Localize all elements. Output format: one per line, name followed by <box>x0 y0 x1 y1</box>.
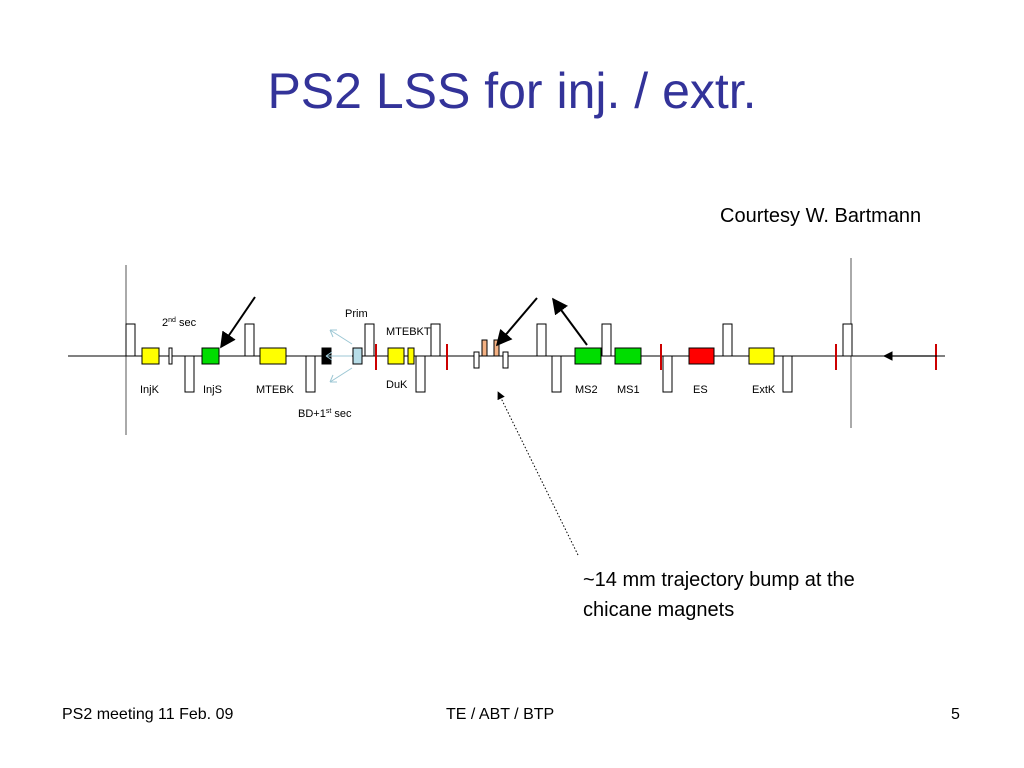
quadrupole <box>842 323 853 357</box>
quadrupole <box>305 355 316 393</box>
footer-page-number: 5 <box>951 706 960 723</box>
quadrupole <box>551 355 562 393</box>
label-mtebkt: MTEBKT <box>386 326 431 338</box>
quadrupole <box>662 355 673 393</box>
mtebk-kicker <box>259 347 287 365</box>
bump-annotation-line2: chicane magnets <box>583 599 735 621</box>
chicane-arrow <box>495 297 538 347</box>
collimator <box>352 347 363 365</box>
bump-annotation: ~14 mm trajectory bump at the chicane ma… <box>583 565 983 625</box>
injection-arrow <box>220 296 256 349</box>
label-prim: Prim <box>345 308 368 320</box>
footer-meeting: PS2 meeting 11 Feb. 09 <box>62 706 234 723</box>
chicane-magnet <box>481 339 488 357</box>
label-duk: DuK <box>386 379 408 391</box>
ms2-septum <box>574 347 602 365</box>
ms1-septum <box>614 347 642 365</box>
label-extk: ExtK <box>752 384 776 396</box>
chicane-magnet <box>502 351 509 369</box>
quadrupole <box>415 355 426 393</box>
injk-kicker <box>141 347 160 365</box>
label-mtebk: MTEBK <box>256 384 295 396</box>
small-element <box>168 347 173 365</box>
footer-group: TE / ABT / BTP <box>446 706 555 723</box>
annotation-pointer <box>497 391 579 556</box>
injs-septum <box>201 347 220 365</box>
es-electrostatic-septum <box>688 347 715 365</box>
label-bd-first-sec-main: BD+1 <box>298 408 326 420</box>
quadrupole <box>601 323 612 357</box>
quadrupole <box>364 323 375 357</box>
label-second-sec-tail: sec <box>176 317 197 329</box>
quadrupole <box>536 323 547 357</box>
label-bd-first-sec-tail: sec <box>331 408 352 420</box>
label-injs: InjS <box>203 384 222 396</box>
extraction-arrow <box>552 297 588 346</box>
quadrupoles-defocusing <box>184 355 793 393</box>
label-ms2: MS2 <box>575 384 598 396</box>
chicane-magnets <box>473 339 509 369</box>
quadrupole <box>722 323 733 357</box>
section-markers <box>375 344 937 370</box>
quadrupole <box>244 323 255 357</box>
label-second-sec: 2nd sec <box>162 317 197 329</box>
label-es: ES <box>693 384 708 396</box>
slide-title: PS2 LSS for inj. / extr. <box>267 63 757 119</box>
quadrupole <box>184 355 195 393</box>
label-injk: InjK <box>140 384 160 396</box>
mtebkt-kicker <box>407 347 415 365</box>
bump-annotation-line1: ~14 mm trajectory bump at the <box>583 569 855 591</box>
label-second-sec-main: 2 <box>162 317 168 329</box>
chicane-magnet <box>473 351 480 369</box>
label-bd-first-sec-sup: st <box>326 408 332 415</box>
label-bd-first-sec: BD+1st sec <box>298 408 352 420</box>
quadrupole <box>782 355 793 393</box>
courtesy-note: Courtesy W. Bartmann <box>720 205 922 227</box>
label-ms1: MS1 <box>617 384 640 396</box>
extk-kicker <box>748 347 775 365</box>
quadrupoles-focusing <box>125 323 853 357</box>
beam-spread-arrows <box>325 329 353 383</box>
label-second-sec-sup: nd <box>168 317 176 324</box>
quadrupole <box>430 323 441 357</box>
duk-kicker <box>387 347 405 365</box>
quadrupole <box>125 323 136 357</box>
